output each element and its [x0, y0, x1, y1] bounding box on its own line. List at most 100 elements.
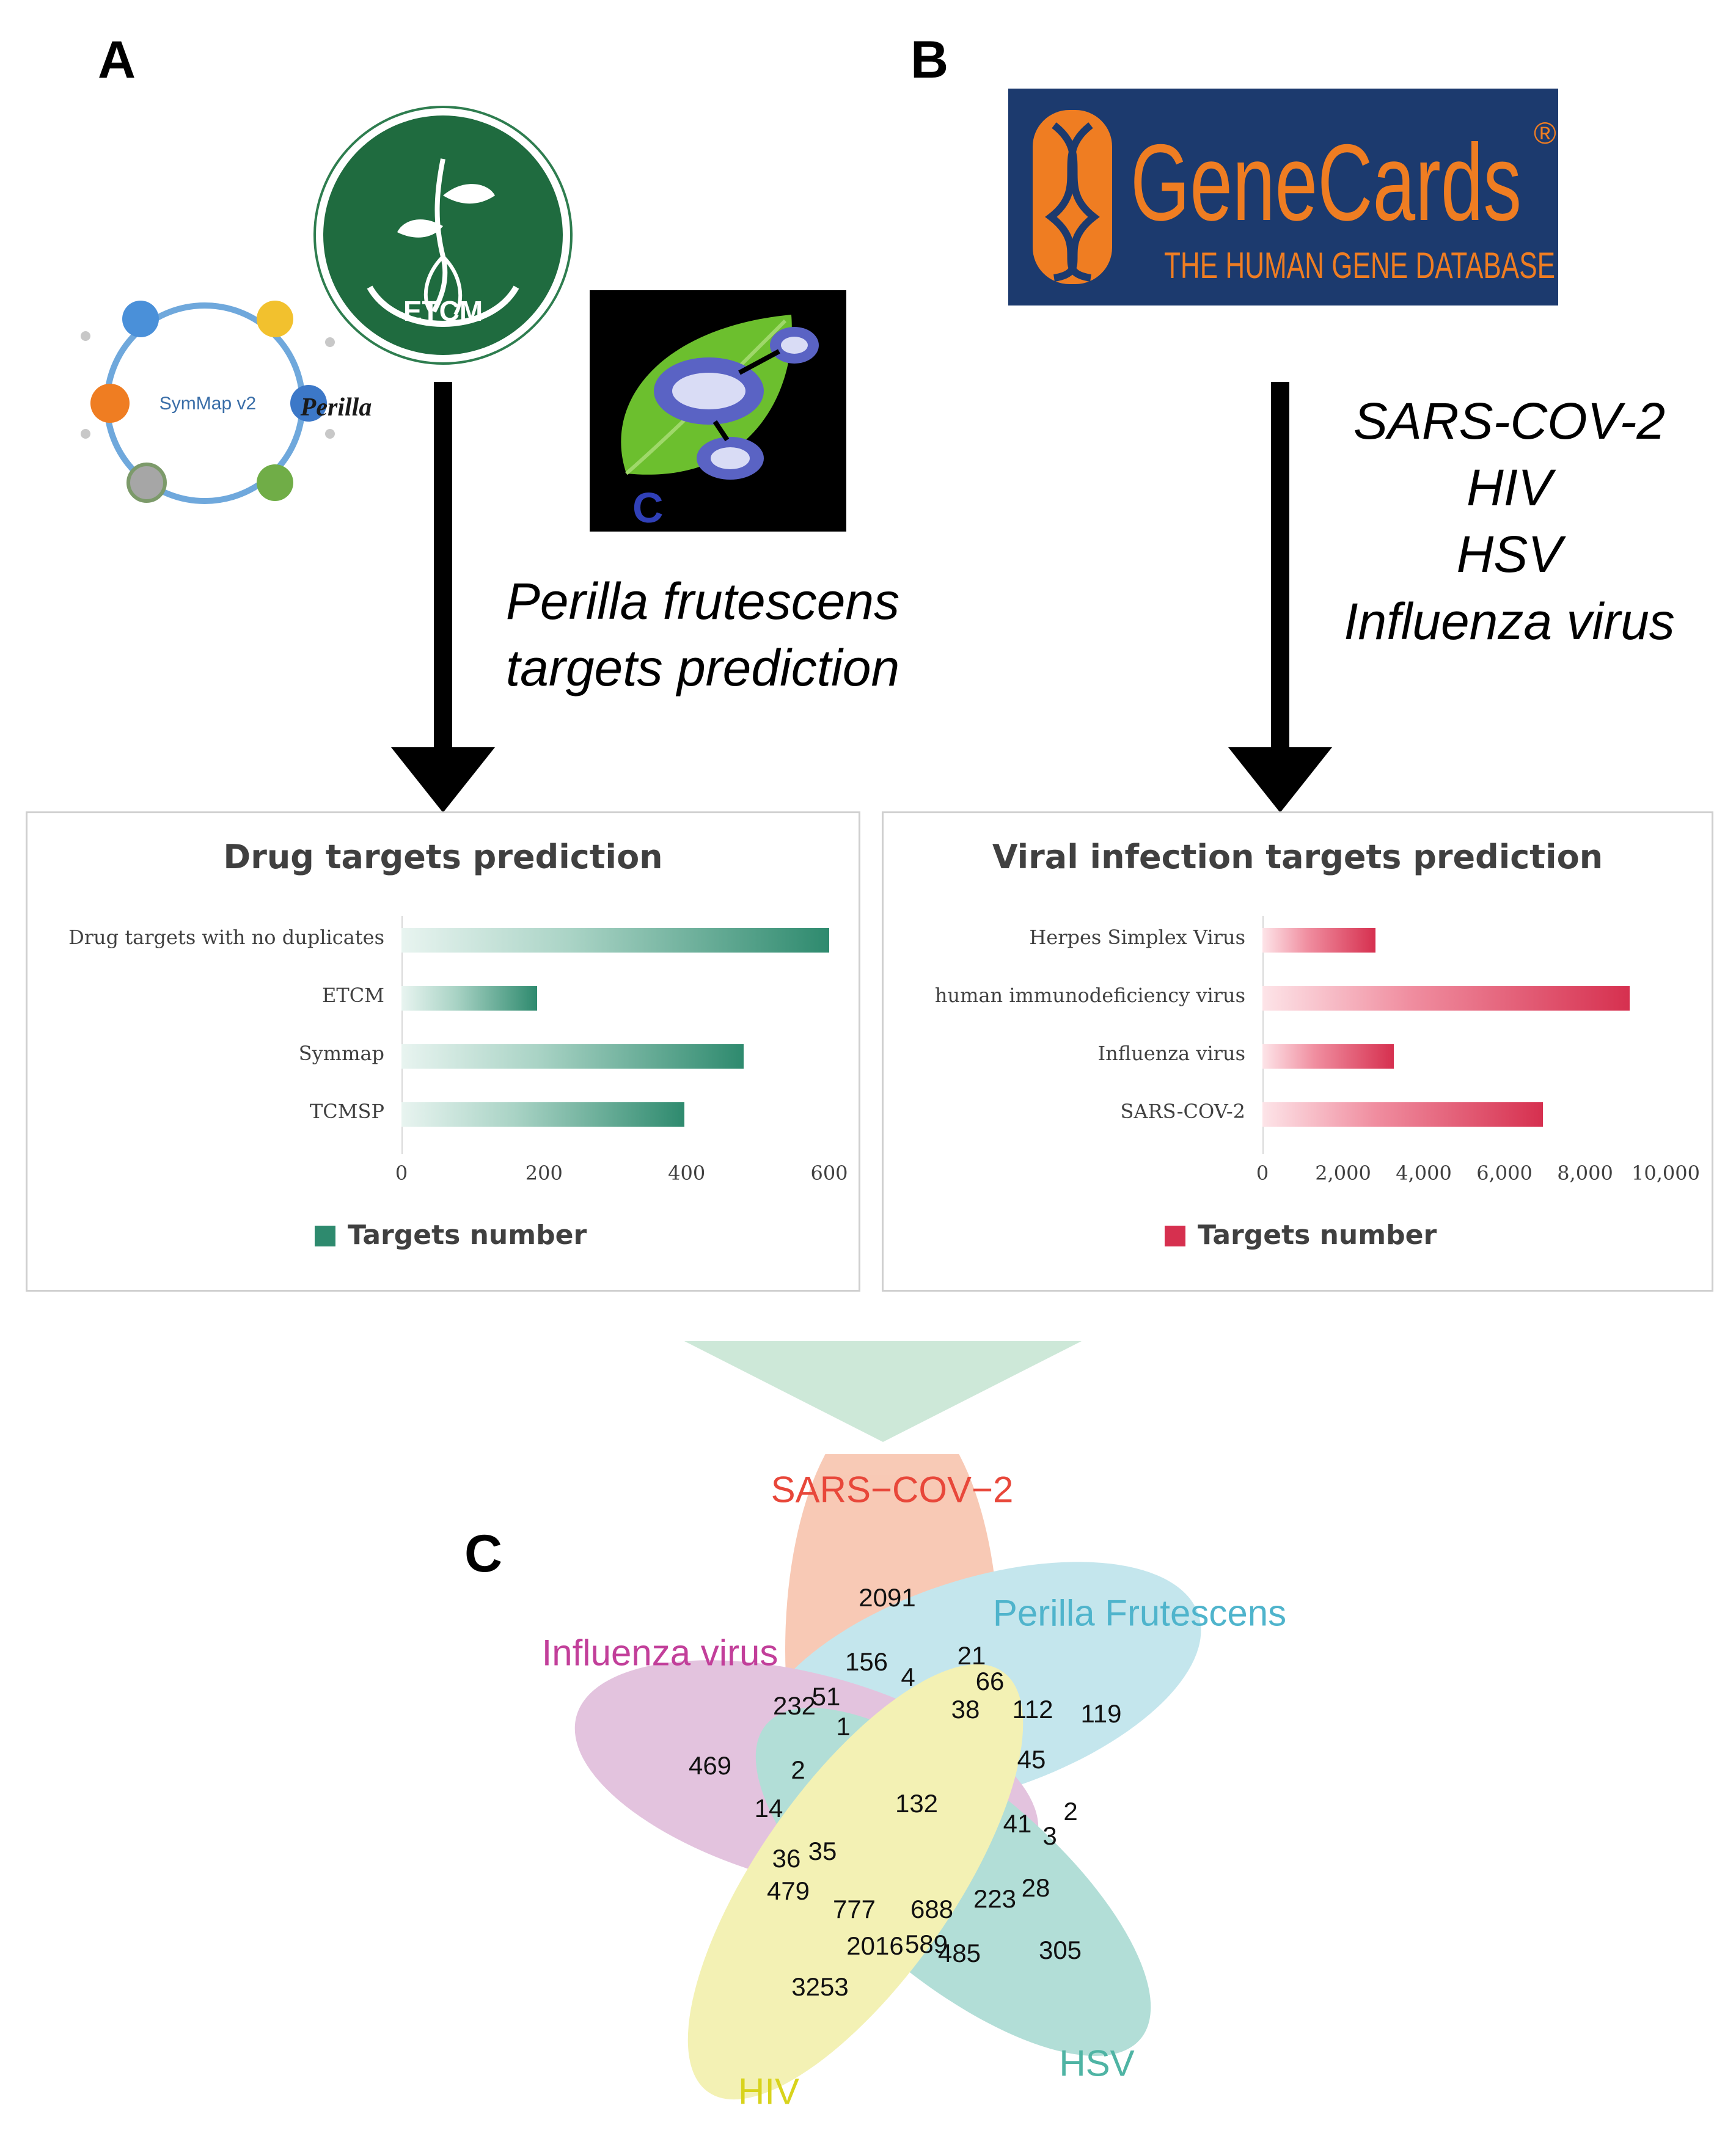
- venn-count: 35: [808, 1837, 837, 1865]
- perilla-logo-text: Perilla: [300, 393, 372, 422]
- legend-label: Targets number: [1198, 1220, 1437, 1251]
- bar: [401, 1044, 744, 1069]
- x-tick-label: 600: [810, 1162, 848, 1185]
- venn-count: 479: [766, 1876, 810, 1905]
- venn-count: 51: [811, 1682, 841, 1711]
- venn-count: 14: [754, 1794, 783, 1823]
- x-tick-label: 0: [1256, 1162, 1269, 1185]
- legend-swatch: [1165, 1226, 1185, 1246]
- tcmsp-logo-letter: C: [632, 484, 664, 532]
- venn-count: 3253: [791, 1972, 849, 2001]
- venn-count: 688: [910, 1895, 954, 1923]
- venn-count: 66: [975, 1667, 1005, 1696]
- category-label: Symmap: [298, 1042, 384, 1065]
- virus-list-label: SARS-COV-2 HIV HSV Influenza virus: [1320, 388, 1699, 655]
- venn-count: 156: [844, 1647, 888, 1676]
- drug-targets-chart: Drug targets prediction Drug targets wit…: [26, 811, 860, 1292]
- panel-label-b: B: [910, 31, 949, 89]
- venn-count: 223: [973, 1884, 1017, 1913]
- x-tick-label: 400: [668, 1162, 706, 1185]
- category-label: Herpes Simplex Virus: [1029, 926, 1245, 949]
- venn-count: 589: [904, 1930, 948, 1958]
- arrow-a: [391, 382, 495, 813]
- perilla-label-line2: targets prediction: [505, 639, 900, 697]
- viral-targets-plot: Herpes Simplex Virus human immunodeficien…: [884, 813, 1712, 1290]
- venn-count: 485: [937, 1939, 981, 1967]
- venn-count: 38: [951, 1695, 980, 1724]
- venn-count: 2091: [859, 1583, 916, 1612]
- y-axis-line: [1262, 916, 1264, 1154]
- bar: [1262, 1102, 1543, 1127]
- tcmsp-logo: C: [590, 290, 846, 532]
- venn-count: 119: [1080, 1699, 1122, 1728]
- bar: [401, 986, 537, 1011]
- venn-count: 41: [1003, 1809, 1032, 1838]
- merge-funnel: [684, 1341, 1082, 1442]
- venn-count: 36: [772, 1844, 801, 1873]
- chart-legend: Targets number: [1165, 1220, 1437, 1251]
- panel-label-c: C: [464, 1524, 503, 1583]
- y-axis-line: [401, 916, 403, 1154]
- x-tick-label: 200: [525, 1162, 563, 1185]
- genecards-registered: ®: [1534, 116, 1556, 150]
- venn-diagram: [574, 1454, 1201, 2100]
- bar: [401, 928, 829, 953]
- virus-label-hsv: HSV: [1456, 525, 1562, 584]
- virus-label-sars: SARS-COV-2: [1353, 392, 1666, 450]
- viral-targets-chart: Viral infection targets prediction Herpe…: [882, 811, 1713, 1292]
- venn-count: 132: [895, 1789, 939, 1818]
- symmap-logo: SymMap v2 Perilla: [81, 301, 372, 504]
- venn-count: 1: [836, 1712, 851, 1741]
- category-label: Drug targets with no duplicates: [68, 926, 384, 949]
- panel-label-a: A: [98, 31, 136, 89]
- chart-title: Drug targets prediction: [223, 838, 663, 876]
- bar: [1262, 986, 1630, 1011]
- arrow-b: [1228, 382, 1332, 813]
- genecards-subtitle: THE HUMAN GENE DATABASE: [1164, 245, 1555, 286]
- etcm-logo-text: ETCM: [403, 295, 483, 327]
- bar: [1262, 928, 1375, 953]
- category-label: human immunodeficiency virus: [934, 984, 1245, 1007]
- venn-count: 45: [1017, 1745, 1046, 1774]
- venn-ellipse-influenza: [574, 1660, 1039, 1896]
- chart-legend: Targets number: [315, 1220, 587, 1251]
- category-label: ETCM: [322, 984, 384, 1007]
- venn-count: 469: [688, 1751, 732, 1780]
- bar: [1262, 1044, 1394, 1069]
- bar: [401, 1102, 685, 1127]
- legend-label: Targets number: [348, 1220, 587, 1251]
- venn-count: 2016: [846, 1931, 904, 1960]
- venn-count: 777: [832, 1895, 876, 1923]
- x-tick-label: 4,000: [1396, 1162, 1452, 1185]
- x-tick-label: 10,000: [1632, 1162, 1700, 1185]
- virus-label-hiv: HIV: [1466, 459, 1553, 517]
- venn-count: 28: [1021, 1873, 1050, 1902]
- x-tick-label: 8,000: [1557, 1162, 1613, 1185]
- x-tick-label: 0: [395, 1162, 408, 1185]
- perilla-prediction-label: Perilla frutescens targets prediction: [501, 568, 904, 701]
- x-tick-label: 2,000: [1315, 1162, 1371, 1185]
- venn-count: 3: [1042, 1821, 1057, 1850]
- genecards-logo: GeneCards ® THE HUMAN GENE DATABASE: [1008, 89, 1558, 305]
- legend-swatch: [315, 1226, 335, 1246]
- venn-label-perilla: Perilla Frutescens: [992, 1592, 1287, 1634]
- venn-ellipse-hiv: [687, 1664, 1024, 2100]
- virus-label-influenza: Influenza virus: [1344, 592, 1675, 650]
- venn-count: 112: [1012, 1695, 1053, 1724]
- genecards-title: GeneCards: [1130, 122, 1522, 243]
- venn-label-influenza: Influenza virus: [541, 1632, 778, 1674]
- x-tick-label: 6,000: [1476, 1162, 1533, 1185]
- venn-count: 232: [772, 1691, 816, 1720]
- venn-label-sars: SARS−COV−2: [771, 1469, 1014, 1510]
- venn-ellipse-sars: [785, 1454, 999, 1900]
- category-label: SARS-COV-2: [1120, 1100, 1245, 1123]
- category-label: Influenza virus: [1097, 1042, 1246, 1065]
- venn-count: 4: [901, 1663, 915, 1691]
- symmap-logo-text: SymMap v2: [159, 393, 256, 414]
- venn-count: 21: [957, 1641, 986, 1670]
- venn-ellipse-perilla: [754, 1562, 1201, 1811]
- venn-ellipse-hsv: [755, 1708, 1151, 2056]
- venn-count: 305: [1038, 1936, 1082, 1964]
- venn-label-hsv: HSV: [1059, 2043, 1135, 2084]
